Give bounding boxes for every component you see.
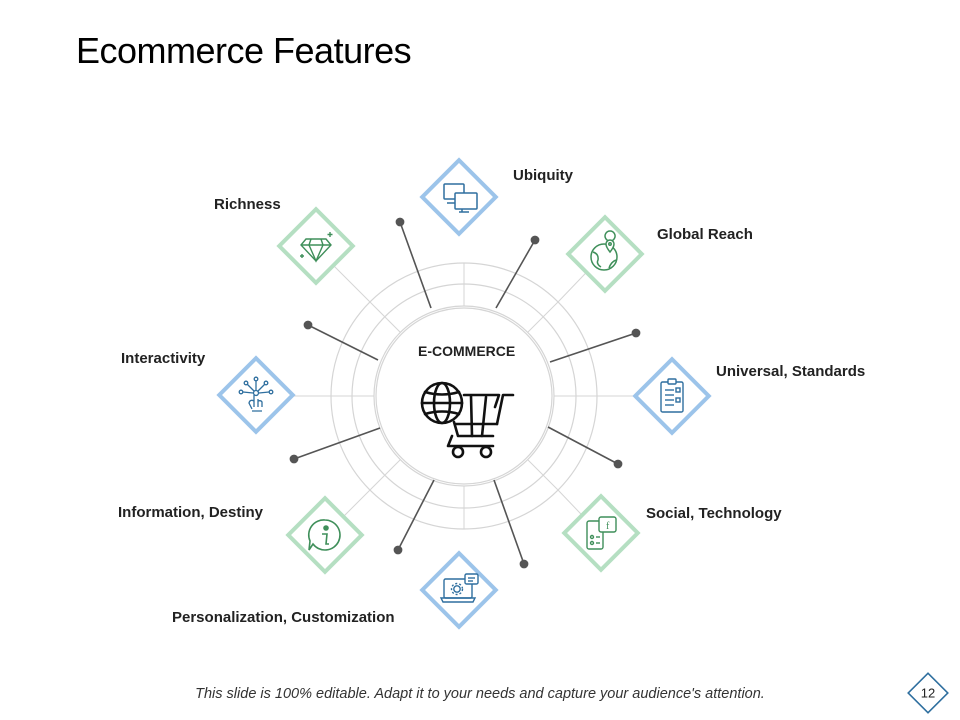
connector-line [493,479,525,565]
feature-label-universal-standards: Universal, Standards [716,363,866,380]
connector-dot [289,454,299,464]
interactivity-node [216,345,296,435]
spoke [369,301,401,333]
connector-dot [613,459,623,469]
connector-dot [393,545,403,555]
slide-title: Ecommerce Features [76,30,412,71]
connector-line [547,426,619,465]
connector-dot [631,328,641,338]
spoke [527,301,559,333]
connector-dot [395,217,405,227]
computer-monitors-icon [443,183,478,213]
svg-text:f: f [606,521,610,532]
laptop-settings-icon [439,573,479,603]
page-number-diamond [907,672,949,714]
feature-label-ubiquity: Ubiquity [513,167,573,184]
connector-dot [530,235,540,245]
info-bubble-icon [307,519,341,551]
social-media-phone-icon: f [586,516,617,550]
feature-label-richness: Richness [214,196,281,213]
universal-standards-node [632,346,712,436]
feature-label-information-destiny: Information, Destiny [118,504,264,521]
spoke [527,459,559,491]
connector-line [397,479,435,551]
checklist-clipboard-icon [660,378,684,413]
cart-globe-icon [420,381,515,459]
spoke [369,459,401,491]
diamond-icon [300,232,333,263]
connector-dot [519,559,529,569]
page-number: 12 [920,685,936,701]
center-label: E-COMMERCE [418,343,516,359]
connector-dot [303,320,313,330]
globe-location-icon [590,230,618,271]
feature-label-interactivity: Interactivity [121,350,206,367]
global-reach-node [565,204,645,294]
footer-note: This slide is 100% editable. Adapt it to… [195,686,765,702]
touch-network-icon [238,376,274,412]
feature-label-social-technology: Social, Technology [646,505,782,522]
connector-line [495,239,536,309]
feature-label-personalization: Personalization, Customization [172,609,395,626]
connectors-group [289,217,641,569]
ubiquity-node [419,147,499,237]
information-destiny-node [285,485,365,575]
spokes-group [258,247,674,535]
social-technology-node: f [561,483,641,573]
richness-node [276,196,356,286]
personalization-node [419,540,499,630]
connector-line [307,324,379,361]
connector-line [399,221,432,309]
connector-line [549,332,637,363]
connector-line [293,427,381,460]
feature-label-global-reach: Global Reach [657,226,753,243]
